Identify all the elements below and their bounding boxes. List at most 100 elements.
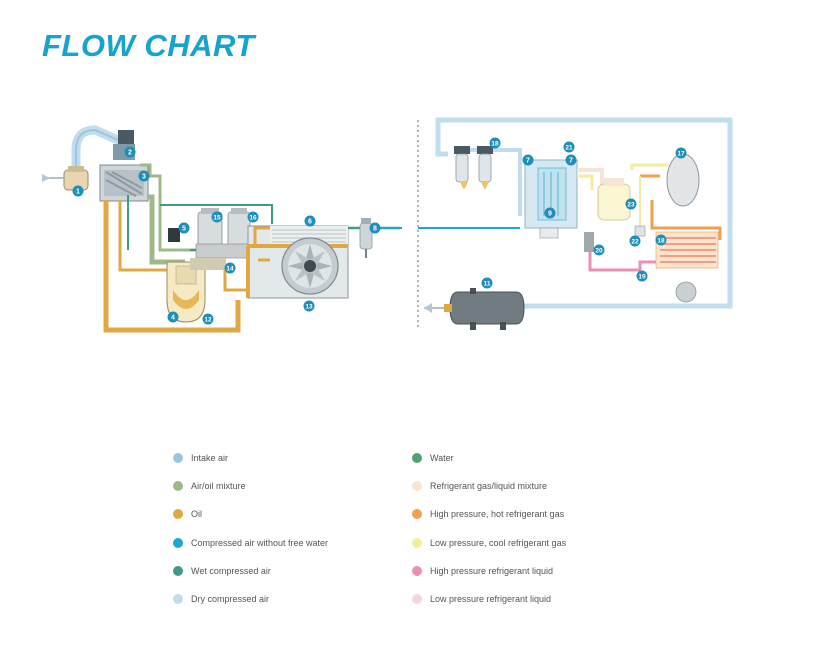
legend-item: High pressure refrigerant liquid [412, 566, 553, 576]
legend-swatch [173, 453, 183, 463]
badge-11: 11 [481, 277, 493, 289]
legend-label: Air/oil mixture [191, 481, 246, 491]
legend-label: Oil [191, 509, 202, 519]
badge-2: 2 [124, 146, 136, 158]
dryer-section [418, 117, 733, 330]
liquid-separator [597, 183, 631, 221]
svg-text:17: 17 [677, 151, 685, 158]
svg-text:19: 19 [638, 274, 646, 281]
svg-text:2: 2 [128, 150, 132, 157]
svg-text:4: 4 [171, 315, 175, 322]
svg-text:13: 13 [305, 304, 313, 311]
badge-5: 5 [178, 222, 190, 234]
wet-air-line [127, 195, 273, 250]
legend-swatch [412, 538, 422, 548]
badge-19a: 18 [655, 234, 667, 246]
badge-23: 23 [625, 198, 637, 210]
badge-14: 14 [224, 262, 236, 274]
svg-text:23: 23 [627, 202, 635, 209]
legend-swatch [173, 566, 183, 576]
legend-item: Wet compressed air [173, 566, 271, 576]
legend-label: Intake air [191, 453, 229, 463]
legend-item: Water [412, 453, 454, 463]
legend-swatch [173, 481, 183, 491]
badge-15: 15 [211, 211, 223, 223]
legend-item: Compressed air without free water [173, 538, 328, 548]
legend-swatch [173, 538, 183, 548]
hot-gas-line [640, 174, 722, 240]
legend-swatch [173, 509, 183, 519]
compressor-section [42, 125, 402, 333]
badge-19: 19 [636, 270, 648, 282]
outlet-arrow-icon [424, 303, 452, 313]
svg-text:22: 22 [631, 239, 639, 246]
svg-text:21: 21 [565, 145, 573, 152]
svg-text:7: 7 [526, 158, 530, 165]
svg-text:18: 18 [491, 141, 499, 148]
separator-element [227, 211, 251, 249]
legend-item: Air/oil mixture [173, 481, 246, 491]
svg-text:11: 11 [484, 281, 491, 288]
legend-swatch [412, 594, 422, 604]
badge-6: 6 [304, 215, 316, 227]
badge-8: 8 [369, 222, 381, 234]
legend-swatch [412, 566, 422, 576]
legend-label: Low pressure refrigerant liquid [430, 594, 552, 604]
badge-17: 17 [675, 147, 687, 159]
legend-item: Refrigerant gas/liquid mixture [412, 481, 547, 491]
svg-text:3: 3 [142, 174, 146, 181]
svg-text:20: 20 [595, 248, 603, 255]
svg-text:9: 9 [548, 211, 552, 218]
condenser-fan-icon [675, 281, 697, 303]
refrigerant-gas-line [577, 168, 604, 190]
badge-group: 1 2 3 4 5 6 7 7 8 9 11 12 13 14 15 16 17… [72, 137, 687, 325]
legend-swatch [412, 453, 422, 463]
legend-label: Low pressure, cool refrigerant gas [430, 538, 567, 548]
badge-1: 1 [72, 185, 84, 197]
dryer-filters [454, 146, 493, 190]
legend-swatch [173, 594, 183, 604]
badge-4: 4 [167, 311, 179, 323]
badge-20: 20 [593, 244, 605, 256]
expansion-valve [584, 232, 594, 252]
oil-line [103, 200, 241, 333]
hp-liquid-line [588, 240, 656, 272]
intake-arrow-icon [42, 174, 64, 182]
thermostatic-valve [168, 228, 180, 242]
svg-text:1: 1 [76, 189, 80, 196]
svg-text:18: 18 [657, 238, 665, 245]
badge-13: 13 [303, 300, 315, 312]
legend-item: Low pressure, cool refrigerant gas [412, 538, 566, 548]
legend-label: High pressure, hot refrigerant gas [430, 509, 565, 519]
legend-label: High pressure refrigerant liquid [430, 566, 554, 576]
badge-22: 22 [629, 235, 641, 247]
legend-label: Dry compressed air [191, 594, 270, 604]
legend-item: High pressure, hot refrigerant gas [412, 509, 564, 519]
legend-label: Refrigerant gas/liquid mixture [430, 481, 548, 491]
legend-label: Compressed air without free water [191, 538, 329, 548]
refrigerant-compressor [666, 153, 700, 207]
oil-cooler-fins [270, 226, 348, 246]
svg-text:8: 8 [373, 226, 377, 233]
svg-text:15: 15 [213, 215, 221, 222]
badge-7b: 7 [565, 154, 577, 166]
svg-text:12: 12 [204, 317, 212, 324]
svg-text:14: 14 [226, 266, 234, 273]
svg-text:5: 5 [182, 226, 186, 233]
svg-text:16: 16 [249, 215, 257, 222]
dry-air-loop [435, 117, 733, 309]
legend-swatch [412, 509, 422, 519]
legend-item: Dry compressed air [173, 594, 269, 604]
legend-label: Water [430, 453, 454, 463]
air-receiver-tank [449, 288, 525, 330]
badge-16: 16 [247, 211, 259, 223]
svg-text:6: 6 [308, 219, 312, 226]
legend-label: Wet compressed air [191, 566, 271, 576]
badge-9: 9 [544, 207, 556, 219]
legend-item: Intake air [173, 453, 228, 463]
page-title: FLOW CHART [42, 28, 255, 63]
legend-item: Oil [173, 509, 202, 519]
badge-7a: 7 [522, 154, 534, 166]
legend-swatch [412, 481, 422, 491]
